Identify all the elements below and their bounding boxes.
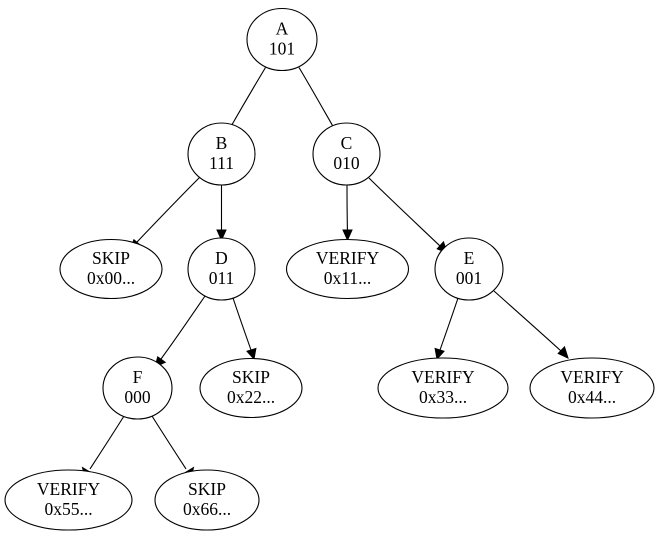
arrowhead-icon [342,229,353,242]
node-label-line1: F [133,367,143,387]
node-shape-circle[interactable] [312,122,381,186]
node-label-line1: VERIFY [37,479,101,499]
node-label-line2: 010 [333,153,360,173]
graph-node-verify1[interactable]: VERIFY0x11... [285,238,410,300]
edge-line [151,415,187,470]
graph-node-skip0[interactable]: SKIP0x00... [59,238,163,300]
edge-line [89,415,125,470]
graph-node-verify5[interactable]: VERIFY0x55... [4,469,133,531]
edge-line [232,297,252,351]
edge-d-to-skip2 [232,297,257,361]
edge-line [298,67,333,126]
graph-node-verify3[interactable]: VERIFY0x33... [377,357,509,419]
node-label-line1: SKIP [188,479,226,499]
node-label-line2: 101 [269,39,295,59]
node-label-line2: 0x00... [87,268,135,288]
node-label-line1: VERIFY [411,367,475,387]
arrowhead-icon [434,347,445,361]
node-label-line2: 001 [456,268,482,288]
edge-line [231,67,266,126]
node-shape-ellipse[interactable] [377,357,509,419]
edge-line [493,290,562,352]
node-label-line2: 111 [209,153,234,173]
graph-node-skip2[interactable]: SKIP0x22... [199,357,303,419]
node-label-line1: VERIFY [560,367,624,387]
edge-b-to-skip0 [129,177,200,251]
node-label-line1: E [464,248,475,268]
node-shape-circle[interactable] [187,237,256,301]
node-label-line1: B [216,133,228,153]
node-shape-ellipse[interactable] [154,469,260,531]
node-shape-ellipse[interactable] [285,238,410,300]
graph-node-skip6[interactable]: SKIP0x66... [154,469,260,531]
arrowhead-icon [216,229,227,242]
node-label-line2: 011 [209,268,235,288]
edge-line [136,177,200,243]
node-label-line1: C [341,133,353,153]
node-shape-ellipse[interactable] [4,469,133,531]
edge-d-to-f [154,295,206,368]
edge-c-to-verify1 [342,184,353,242]
node-shape-circle[interactable] [102,356,173,420]
node-label-line2: 0x22... [227,387,275,407]
node-label-line1: VERIFY [316,248,380,268]
node-label-line2: 0x66... [183,499,231,519]
edge-e-to-verify3 [434,297,459,361]
edge-line [439,297,459,351]
node-label-line1: D [215,248,228,268]
edge-b-to-d [216,185,227,242]
node-shape-circle[interactable] [434,237,504,301]
graph-node-verify4[interactable]: VERIFY0x44... [529,357,655,419]
edge-e-to-verify4 [493,290,569,359]
edge-line [368,177,441,247]
node-shape-circle[interactable] [246,7,318,72]
edge-f-to-skip6 [151,415,195,479]
edge-a-to-c [298,67,339,136]
node-shape-ellipse[interactable] [199,357,303,419]
node-label-line2: 0x44... [568,387,616,407]
node-label-line1: SKIP [92,248,130,268]
node-label-line2: 0x11... [324,268,371,288]
nodes-layer: A101B111C010SKIP0x00...D011VERIFY0x11...… [4,7,655,531]
arrowhead-icon [246,347,257,361]
edge-c-to-e [368,177,448,254]
edge-line [160,295,206,360]
node-shape-ellipse[interactable] [59,238,163,300]
node-shape-circle[interactable] [187,122,256,186]
node-shape-ellipse[interactable] [529,357,655,419]
node-label-line2: 000 [124,387,151,407]
node-label-line1: A [276,19,289,39]
node-label-line1: SKIP [232,367,270,387]
node-label-line2: 0x55... [44,499,92,519]
node-label-line2: 0x33... [419,387,467,407]
edge-f-to-verify5 [81,415,125,479]
arrowhead-icon [557,345,569,359]
